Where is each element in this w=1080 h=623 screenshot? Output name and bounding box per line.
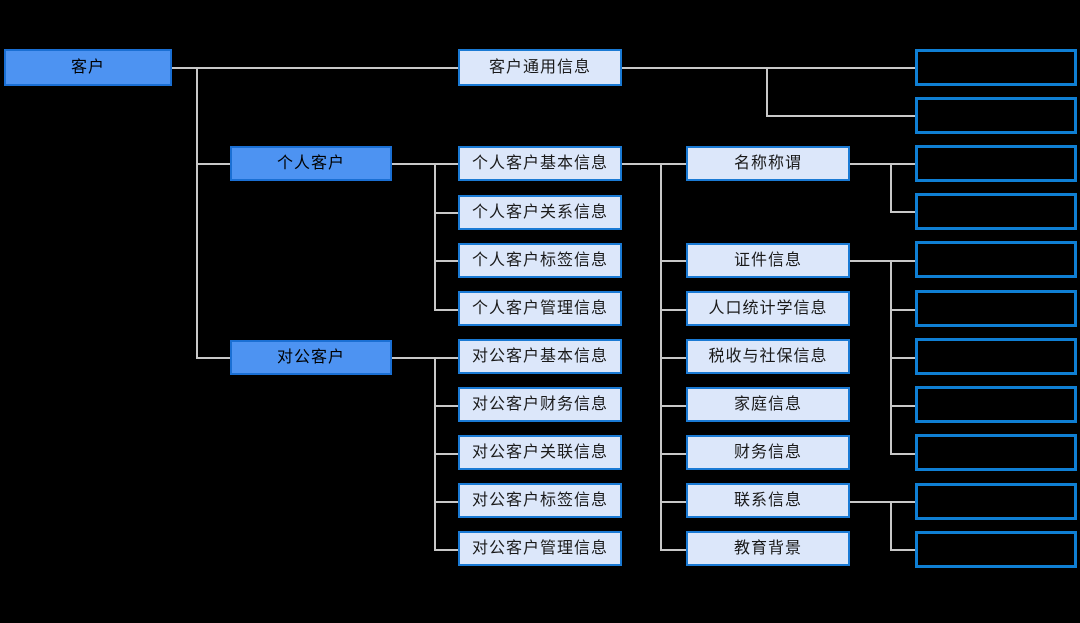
connector-col3-item-0 [660, 163, 688, 165]
connector-col2-item-5 [434, 405, 462, 407]
node-col2-item-3[interactable]: 个人客户管理信息 [458, 291, 622, 326]
connector-col2-item-3 [434, 309, 462, 311]
connector-col4-item-4 [890, 260, 916, 262]
node-category-personal[interactable]: 个人客户 [230, 146, 392, 181]
node-col4-item-6[interactable] [915, 338, 1077, 375]
connector-col4-item-2 [890, 163, 916, 165]
connector-root-trunk [196, 67, 198, 359]
node-col3-item-1[interactable]: 证件信息 [686, 243, 850, 278]
connector-col4-trunk-name [890, 163, 892, 211]
node-col2-item-1[interactable]: 个人客户关系信息 [458, 195, 622, 230]
node-label: 财务信息 [733, 443, 802, 461]
node-label: 客户通用信息 [488, 58, 591, 76]
connector-col4-item-3 [890, 211, 916, 213]
connector-col3-item-1 [660, 260, 688, 262]
connector-col4-item-9 [890, 501, 916, 503]
connector-col3-item-3 [660, 357, 688, 359]
connector-col4-trunk-common [766, 67, 768, 115]
node-col2-item-7[interactable]: 对公客户标签信息 [458, 483, 622, 518]
connector-col4-item-8 [890, 453, 916, 455]
node-col4-item-7[interactable] [915, 386, 1077, 423]
connector-col3-item-2 [660, 309, 688, 311]
node-col2-item-4[interactable]: 对公客户基本信息 [458, 339, 622, 374]
node-col2-item-5[interactable]: 对公客户财务信息 [458, 387, 622, 422]
node-label: 对公客户财务信息 [471, 395, 608, 413]
node-label: 客户 [70, 58, 105, 76]
connector-col2-item-6 [434, 453, 462, 455]
connector-common-out [622, 67, 768, 69]
node-col2-item-6[interactable]: 对公客户关联信息 [458, 435, 622, 470]
node-col2-item-0[interactable]: 个人客户基本信息 [458, 146, 622, 181]
connector-col4-item-6 [890, 357, 916, 359]
node-label: 个人客户基本信息 [471, 154, 608, 172]
node-label: 个人客户 [276, 154, 345, 172]
connector-name-out [850, 163, 892, 165]
connector-col4-item-10 [890, 549, 916, 551]
connector-col2-trunk-personal [434, 163, 436, 311]
node-label: 对公客户 [276, 348, 345, 366]
node-label: 个人客户关系信息 [471, 203, 608, 221]
node-label: 名称称谓 [733, 154, 802, 172]
node-col3-item-7[interactable]: 教育背景 [686, 531, 850, 566]
node-col4-item-4[interactable] [915, 241, 1077, 278]
connector-col4-item-7 [890, 405, 916, 407]
node-label: 个人客户标签信息 [471, 251, 608, 269]
node-col4-item-0[interactable] [915, 49, 1077, 86]
node-col3-item-6[interactable]: 联系信息 [686, 483, 850, 518]
connector-col4-item-0 [766, 67, 916, 69]
connector-to-corporate [196, 357, 232, 359]
node-label: 对公客户标签信息 [471, 491, 608, 509]
node-label: 证件信息 [733, 251, 802, 269]
connector-contact-out [850, 501, 892, 503]
connector-col3-item-4 [660, 405, 688, 407]
connector-to-personal [196, 163, 232, 165]
connector-col3-item-7 [660, 549, 688, 551]
node-col3-item-0[interactable]: 名称称谓 [686, 146, 850, 181]
connector-personal-out [392, 163, 434, 165]
connector-corporate-out [392, 357, 434, 359]
node-col4-item-10[interactable] [915, 531, 1077, 568]
node-col3-item-4[interactable]: 家庭信息 [686, 387, 850, 422]
connector-root-right [172, 67, 462, 69]
node-col4-item-8[interactable] [915, 434, 1077, 471]
node-label: 家庭信息 [733, 395, 802, 413]
node-label: 人口统计学信息 [708, 299, 828, 317]
node-common-info[interactable]: 客户通用信息 [458, 49, 622, 86]
connector-col2-item-7 [434, 501, 462, 503]
node-label: 教育背景 [733, 539, 802, 557]
node-col3-item-5[interactable]: 财务信息 [686, 435, 850, 470]
connector-col3-item-6 [660, 501, 688, 503]
connector-col2-item-4 [434, 357, 462, 359]
node-col4-item-5[interactable] [915, 290, 1077, 327]
connector-col2-item-2 [434, 260, 462, 262]
node-label: 对公客户关联信息 [471, 443, 608, 461]
connector-col2-item-8 [434, 549, 462, 551]
node-col3-item-2[interactable]: 人口统计学信息 [686, 291, 850, 326]
node-col2-item-8[interactable]: 对公客户管理信息 [458, 531, 622, 566]
connector-col2-item-1 [434, 212, 462, 214]
connector-col4-trunk-contact [890, 501, 892, 549]
node-category-corporate[interactable]: 对公客户 [230, 340, 392, 375]
node-col4-item-3[interactable] [915, 193, 1077, 230]
node-col4-item-1[interactable] [915, 97, 1077, 134]
node-col2-item-2[interactable]: 个人客户标签信息 [458, 243, 622, 278]
node-root-customer[interactable]: 客户 [4, 49, 172, 86]
node-label: 税收与社保信息 [708, 347, 828, 365]
connector-id-out [850, 260, 892, 262]
node-label: 对公客户管理信息 [471, 539, 608, 557]
node-label: 对公客户基本信息 [471, 347, 608, 365]
connector-col3-item-5 [660, 453, 688, 455]
node-col3-item-3[interactable]: 税收与社保信息 [686, 339, 850, 374]
node-label: 联系信息 [733, 491, 802, 509]
connector-col2-item-0 [434, 163, 462, 165]
connector-col4-item-1 [766, 115, 916, 117]
node-label: 个人客户管理信息 [471, 299, 608, 317]
node-col4-item-2[interactable] [915, 145, 1077, 182]
node-col4-item-9[interactable] [915, 483, 1077, 520]
connector-col2-basic-out [622, 163, 660, 165]
connector-col4-item-5 [890, 309, 916, 311]
